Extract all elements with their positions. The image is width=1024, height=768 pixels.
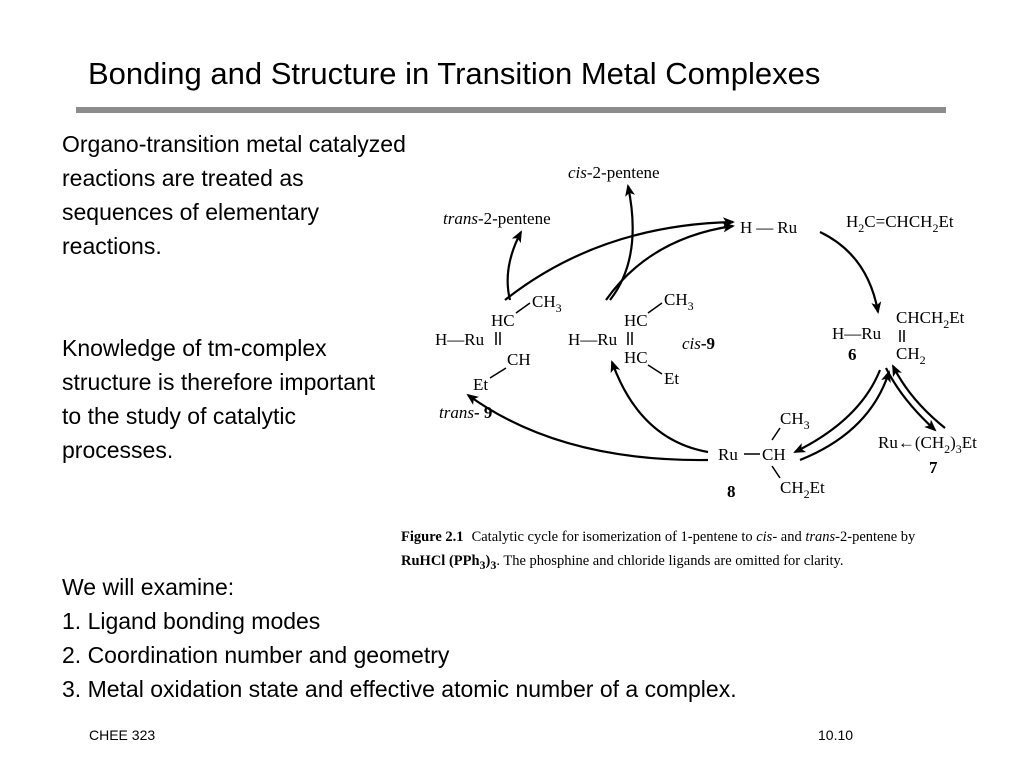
trans-9-label: trans- 9 xyxy=(439,403,492,422)
examine-heading: We will examine: xyxy=(62,574,235,600)
complex-trans-9: H—Ru HC CH CH3 Et trans- 9 xyxy=(435,292,562,422)
footer-course: CHEE 323 xyxy=(89,727,156,743)
arrow-to-hydride xyxy=(504,217,735,301)
complex-7: Ru←(CH2)3Et 7 xyxy=(878,433,977,477)
cis-9-label: cis-9 xyxy=(682,334,715,353)
complex-8-ch2et: CH2Et xyxy=(780,478,825,501)
cis-9-h-ru: H—Ru xyxy=(568,330,618,349)
complex-8: Ru CH CH3 CH2Et 8 xyxy=(718,409,825,501)
cis-9-bond xyxy=(647,364,663,375)
trans-9-et: Et xyxy=(473,375,488,394)
trans-9-hc: HC xyxy=(491,311,515,330)
arrow-6-to-7 xyxy=(885,367,937,432)
intro-line: reactions are treated as xyxy=(62,165,304,191)
slide-title: Bonding and Structure in Transition Meta… xyxy=(88,56,821,91)
examine-item: 1. Ligand bonding modes xyxy=(62,608,321,634)
trans-9-bond xyxy=(489,367,507,379)
knowledge-paragraph: Knowledge of tm-complex structure is the… xyxy=(62,331,375,467)
complex-8-bond xyxy=(771,427,781,441)
trans-9-ch: CH xyxy=(507,350,531,369)
intro-line: sequences of elementary xyxy=(62,199,319,225)
complex-6: H—Ru CHCH2Et CH2 6 xyxy=(832,308,965,367)
title-rule xyxy=(76,107,946,113)
complex-6-bottom: CH2 xyxy=(896,344,926,367)
complex-8-ch3: CH3 xyxy=(780,409,810,432)
cis-9-hc-top: HC xyxy=(624,311,648,330)
cis-9-et: Et xyxy=(664,369,679,388)
knowledge-line: Knowledge of tm-complex xyxy=(62,335,327,361)
knowledge-line: processes. xyxy=(62,437,174,463)
complex-6-number: 6 xyxy=(848,345,857,364)
complex-7-number: 7 xyxy=(929,458,938,477)
intro-paragraph: Organo-transition metal catalyzed reacti… xyxy=(62,127,406,263)
arrow-8-to-6 xyxy=(799,370,891,462)
complex-8-ru: Ru xyxy=(718,445,738,464)
complex-8-number: 8 xyxy=(727,482,736,501)
arrow-to-trans-pentene xyxy=(506,230,522,301)
figure-caption-line2: RuHCl (PPh3)3. The phosphine and chlorid… xyxy=(401,553,843,572)
arrow-8-to-cis9 xyxy=(610,360,709,454)
arrow-8-to-trans9 xyxy=(466,393,709,462)
trans-9-h-ru: H—Ru xyxy=(435,330,485,349)
intro-line: reactions. xyxy=(62,233,162,259)
trans-9-bond xyxy=(515,302,531,314)
footer-page-number: 10.10 xyxy=(818,727,854,743)
arrow-7-to-6 xyxy=(892,364,946,429)
hydride-catalyst: H—Ru xyxy=(740,218,798,237)
trans-2-pentene-label: trans-2-pentene xyxy=(443,209,551,228)
cis-9-bond xyxy=(647,302,663,314)
examine-item: 2. Coordination number and geometry xyxy=(62,642,450,668)
trans-9-ch3: CH3 xyxy=(532,292,562,315)
complex-8-ch: CH xyxy=(762,445,786,464)
arrow-to-cis-pentene xyxy=(609,184,635,301)
knowledge-line: to the study of catalytic xyxy=(62,403,296,429)
complex-8-bond xyxy=(771,465,781,479)
complex-6-h-ru: H—Ru xyxy=(832,324,882,343)
cis-9-hc-bottom: HC xyxy=(624,348,648,367)
arrow-substrate-to-6 xyxy=(819,231,882,314)
complex-6-top: CHCH2Et xyxy=(896,308,965,331)
intro-line: Organo-transition metal catalyzed xyxy=(62,131,406,157)
1-pentene-substrate: H2C=CHCH2Et xyxy=(846,212,954,235)
examine-list: We will examine: 1. Ligand bonding modes… xyxy=(62,570,737,706)
cis-2-pentene-label: cis-2-pentene xyxy=(568,163,660,182)
arrow-6-to-8 xyxy=(793,369,882,453)
knowledge-line: structure is therefore important xyxy=(62,369,376,395)
complex-cis-9: H—Ru HC HC CH3 Et cis-9 xyxy=(568,290,715,388)
arrow-cis9-to-hydride xyxy=(605,222,735,301)
cis-9-ch3: CH3 xyxy=(664,290,694,313)
complex-7-formula: Ru←(CH2)3Et xyxy=(878,433,977,456)
examine-item: 3. Metal oxidation state and effective a… xyxy=(62,676,737,702)
